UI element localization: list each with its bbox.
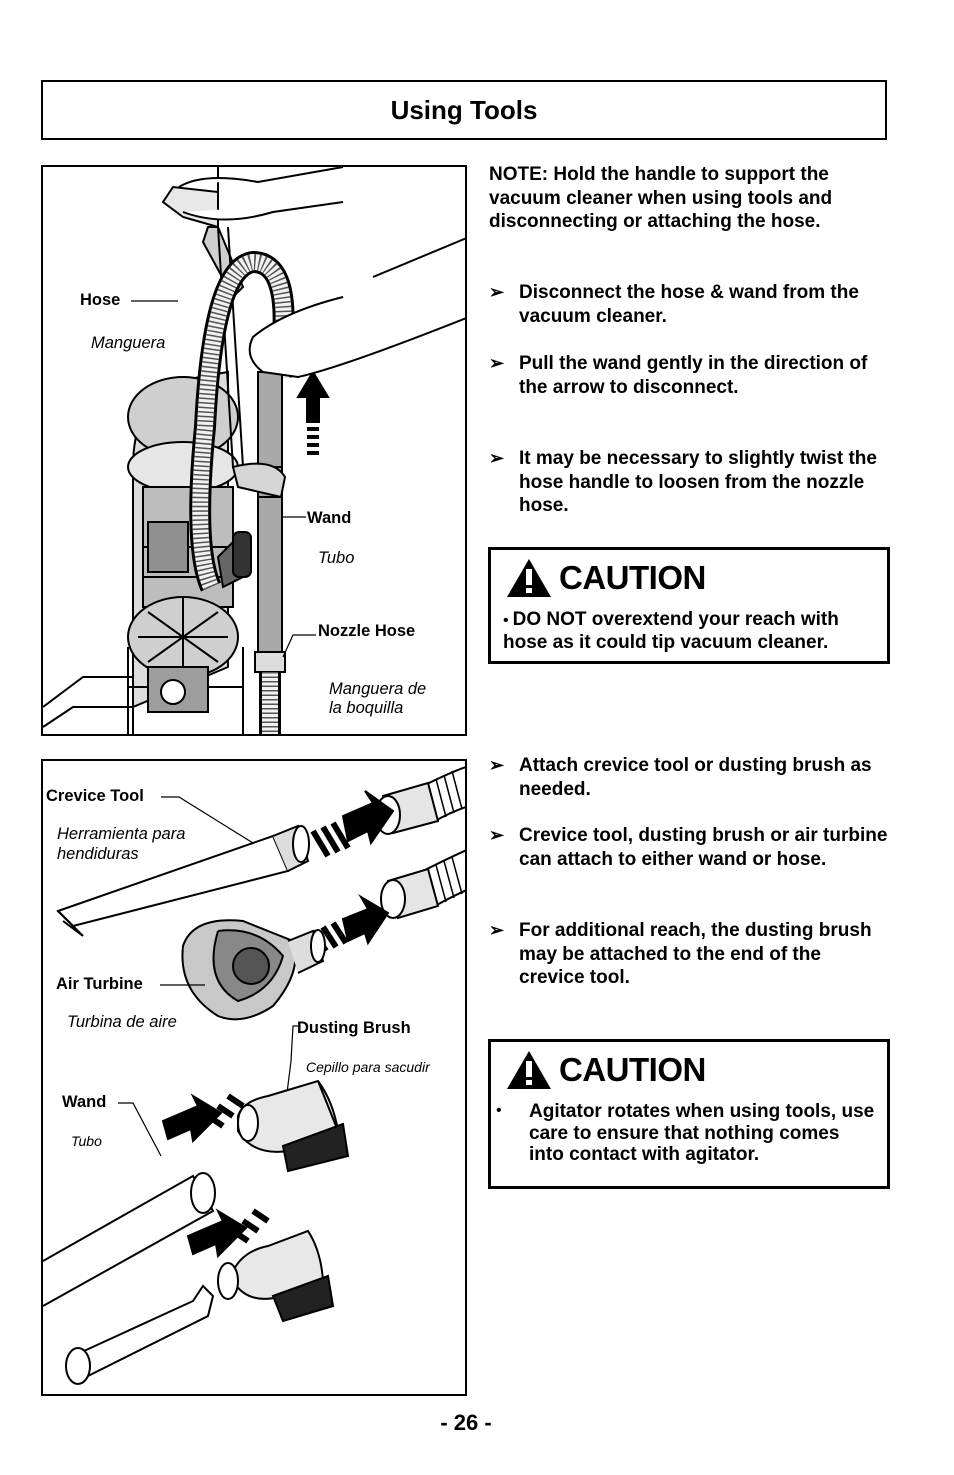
step-disconnect: ➢ Disconnect the hose & wand from the va…	[489, 282, 859, 327]
bullet-arrow-icon: ➢	[489, 755, 505, 775]
warning-triangle-icon	[507, 559, 551, 597]
bullet-arrow-icon: ➢	[489, 353, 505, 373]
step-tools-attach-either: ➢ Crevice tool, dusting brush or air tur…	[489, 825, 888, 870]
wand-label-2: Wand	[62, 1093, 107, 1111]
step-attach-tool: ➢ Attach crevice tool or dusting brush a…	[489, 755, 872, 800]
step-additional-reach: ➢ For additional reach, the dusting brus…	[489, 920, 872, 988]
page-title: Using Tools	[390, 94, 538, 125]
section-title-box: Using Tools	[41, 80, 887, 140]
dusting-brush-label: Dusting Brush	[297, 1019, 411, 1037]
caution-bullet: •	[503, 612, 509, 629]
figure-vacuum-hose: Hose Manguera Wand Tubo Nozzle Hose Mang…	[41, 165, 467, 736]
nozzle-hose-label-es-1: Manguera de	[329, 680, 427, 698]
caution-box-agitator: CAUTION • Agitator rotates when using to…	[488, 1039, 890, 1189]
bullet-arrow-icon: ➢	[489, 448, 505, 468]
step-pull-wand: ➢ Pull the wand gently in the direction …	[489, 353, 868, 398]
tools-illustration	[43, 766, 465, 1385]
step-twist-hose: ➢ It may be necessary to slightly twist …	[489, 448, 877, 516]
caution-heading: CAUTION	[505, 1048, 706, 1092]
nozzle-hose-label-es-2: la boquilla	[329, 699, 404, 717]
caution-heading: CAUTION	[505, 556, 706, 600]
bullet-arrow-icon: ➢	[489, 825, 505, 845]
bullet-arrow-icon: ➢	[489, 282, 505, 302]
page-number: - 26 -	[440, 1410, 492, 1435]
air-turbine-label-es: Turbina de aire	[67, 1013, 177, 1031]
crevice-tool-label-es-1: Herramienta para	[57, 825, 186, 843]
crevice-tool-label: Crevice Tool	[46, 787, 144, 805]
crevice-tool-label-es-2: hendiduras	[57, 845, 139, 863]
note-text: NOTE: Hold the handle to support the vac…	[489, 164, 833, 232]
vacuum-illustration	[43, 167, 465, 734]
dusting-brush-label-es: Cepillo para sacudir	[306, 1059, 430, 1075]
hose-label-es: Manguera	[91, 334, 166, 352]
wand-label-es: Tubo	[318, 549, 355, 567]
caution-word: CAUTION	[559, 559, 706, 596]
caution-bullet: •	[496, 1102, 502, 1119]
warning-triangle-icon	[507, 1051, 551, 1089]
hose-label: Hose	[80, 291, 121, 309]
bullet-arrow-icon: ➢	[489, 920, 505, 940]
nozzle-hose-label: Nozzle Hose	[318, 622, 416, 640]
air-turbine-label: Air Turbine	[56, 975, 143, 993]
wand-label-es-2: Tubo	[71, 1133, 102, 1149]
caution-word: CAUTION	[559, 1051, 706, 1088]
caution-box-reach: CAUTION •DO NOT overextend your reach wi…	[488, 547, 890, 664]
figure-tools: Crevice Tool Herramienta para hendiduras…	[41, 759, 467, 1396]
wand-label: Wand	[307, 509, 352, 527]
caution-text: Agitator rotates when using tools, use c…	[529, 1101, 875, 1165]
caution-text: •DO NOT overextend your reach with hose …	[503, 609, 839, 653]
